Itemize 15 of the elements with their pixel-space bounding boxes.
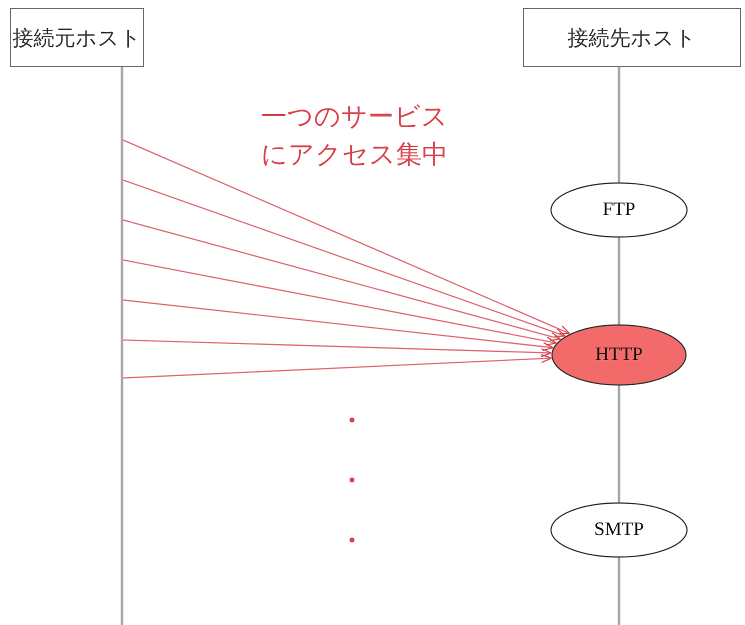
arrow	[122, 179, 566, 338]
arrow	[122, 139, 570, 334]
arrow	[122, 219, 562, 341]
annotation-text: 一つのサービスにアクセス集中	[260, 101, 450, 171]
service-label: FTP	[602, 199, 636, 221]
arrow	[122, 339, 552, 358]
host-label: 接続先ホスト	[568, 24, 696, 52]
service-label: SMTP	[594, 519, 644, 541]
service-label: HTTP	[595, 344, 643, 366]
arrow	[122, 299, 554, 352]
host-box	[10, 8, 144, 67]
arrow	[122, 259, 557, 346]
host-box	[523, 8, 741, 67]
arrow	[122, 354, 552, 379]
host-label: 接続元ホスト	[12, 24, 142, 52]
